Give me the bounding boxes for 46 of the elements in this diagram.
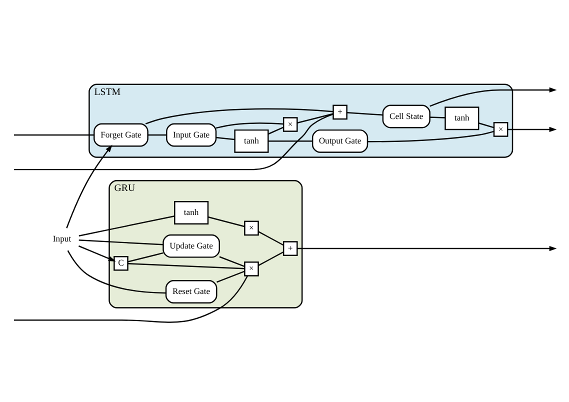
- arrow: [297, 246, 557, 252]
- connector: [216, 270, 245, 283]
- connector: [14, 276, 248, 323]
- connector: [67, 250, 166, 294]
- node-box: Update Gate: [162, 234, 220, 258]
- connector: [368, 130, 494, 142]
- node-box: tanh: [444, 106, 480, 130]
- node-box: +: [282, 241, 298, 256]
- connector: [216, 136, 235, 140]
- connector: [145, 108, 334, 124]
- connector: [297, 113, 334, 124]
- connector: [14, 114, 334, 170]
- connector: [258, 251, 284, 266]
- arrow: [66, 144, 112, 228]
- arrow: [430, 87, 557, 107]
- node-box: +: [332, 104, 348, 120]
- connector: [78, 215, 175, 236]
- arrow: [508, 126, 557, 132]
- connector: [128, 263, 245, 270]
- connector: [430, 116, 446, 118]
- connector: [258, 231, 284, 246]
- node-box: Input Gate: [166, 123, 217, 147]
- node-text: Input: [52, 234, 72, 244]
- connector: [346, 112, 383, 116]
- arrow: [78, 245, 116, 262]
- node-box: tanh: [234, 129, 269, 153]
- connector: [78, 240, 164, 246]
- connector: [478, 122, 494, 128]
- connector: [208, 216, 245, 228]
- connector: [128, 252, 164, 262]
- node-box: Forget Gate: [94, 123, 148, 147]
- node-box: ×: [244, 220, 259, 236]
- node-box: Output Gate: [312, 129, 368, 153]
- connector: [216, 122, 284, 129]
- connector: [268, 126, 284, 135]
- node-box: Cell State: [382, 104, 430, 128]
- node-box: ×: [244, 262, 259, 276]
- node-box: tanh: [174, 201, 209, 224]
- connector: [14, 134, 94, 136]
- connector: [219, 256, 245, 268]
- node-box: C: [114, 256, 128, 271]
- connector: [148, 134, 166, 136]
- connector: [268, 140, 312, 142]
- node-box: Reset Gate: [165, 280, 218, 304]
- node-box: ×: [493, 122, 508, 137]
- node-box: ×: [282, 117, 298, 132]
